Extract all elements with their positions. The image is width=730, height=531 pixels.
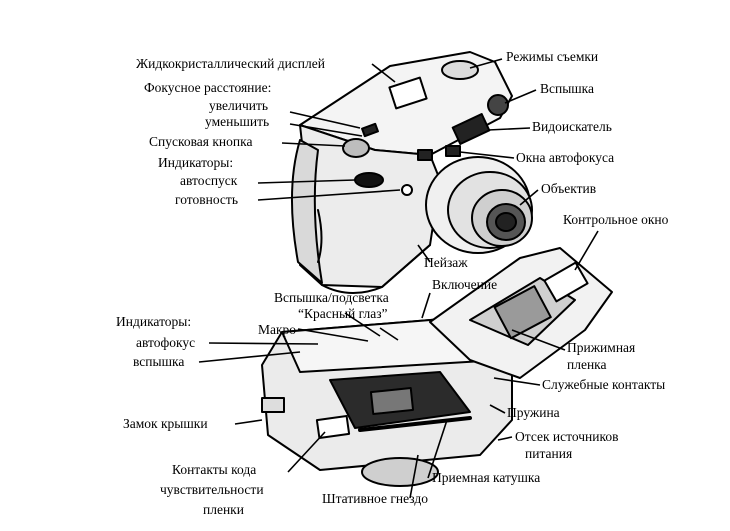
label-flash: Вспышка <box>540 81 594 96</box>
label-lcd: Жидкокристаллический дисплей <box>136 56 325 71</box>
label-lid-lock: Замок крышки <box>123 416 208 431</box>
label-tripod: Штативное гнездо <box>322 491 428 506</box>
label-indicators-bottom: Индикаторы: <box>116 314 191 329</box>
label-modes: Режимы съемки <box>506 49 598 64</box>
label-dx-3: пленки <box>203 502 244 517</box>
labels: Жидкокристаллический дисплей Фокусное ра… <box>116 49 669 517</box>
label-battery-2: питания <box>525 446 572 461</box>
label-pressure-2: пленка <box>567 357 607 372</box>
label-self-timer: автоспуск <box>180 173 238 188</box>
label-flash-indicator: вспышка <box>133 354 184 369</box>
label-shutter: Спусковая кнопка <box>149 134 252 149</box>
label-landscape: Пейзаж <box>424 255 468 270</box>
label-takeup: Приемная катушка <box>432 470 540 485</box>
label-flash-redeye-2: “Красный глаз” <box>298 306 388 321</box>
label-service-contacts: Служебные контакты <box>542 377 665 392</box>
label-spring: Пружина <box>507 405 560 420</box>
label-focal-title: Фокусное расстояние: <box>144 80 271 95</box>
camera-front-drawing <box>291 51 533 295</box>
label-ready: готовность <box>175 192 238 207</box>
camera-open-drawing <box>261 247 613 487</box>
label-lens: Объектив <box>541 181 596 196</box>
label-autofocus: автофокус <box>136 335 195 350</box>
label-dx-1: Контакты кода <box>172 462 256 477</box>
label-pressure-1: Прижимная <box>567 340 635 355</box>
label-battery-1: Отсек источников <box>515 429 618 444</box>
label-control-window: Контрольное окно <box>563 212 669 227</box>
label-af-windows: Окна автофокуса <box>516 150 614 165</box>
label-flash-redeye-1: Вспышка/подсветка <box>274 290 389 305</box>
label-macro: Макро <box>258 322 296 337</box>
label-power: Включение <box>432 277 497 292</box>
label-focal-increase: увеличить <box>209 98 268 113</box>
leader-lines <box>198 58 599 499</box>
label-viewfinder: Видоискатель <box>532 119 612 134</box>
label-indicators-top: Индикаторы: <box>158 155 233 170</box>
label-focal-decrease: уменьшить <box>205 114 269 129</box>
label-dx-2: чувствительности <box>160 482 264 497</box>
